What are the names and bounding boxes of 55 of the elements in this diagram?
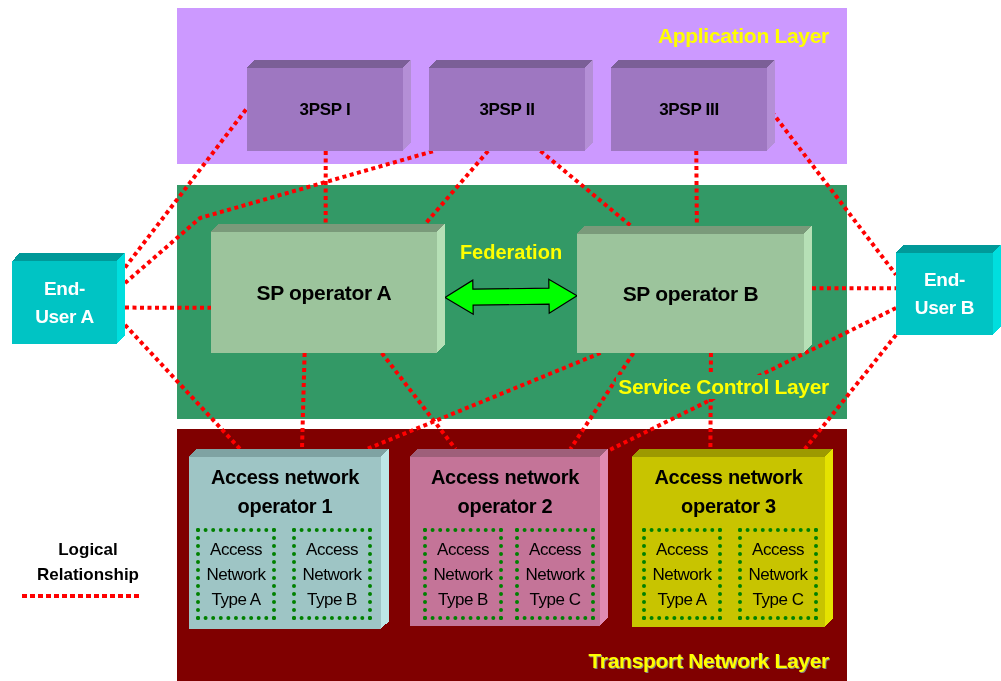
- network-type-box: [738, 528, 818, 620]
- network-type-label: Access Network Type C: [747, 538, 809, 611]
- network-type-box: [515, 528, 595, 620]
- end-user-box: [896, 245, 1001, 335]
- network-type-label: Access Network Type B: [301, 538, 363, 611]
- relationship-line: [123, 149, 435, 285]
- network-type-label: Access Network Type C: [524, 538, 586, 611]
- relationship-line: [366, 351, 602, 451]
- federation-arrow: [443, 278, 579, 316]
- relationship-line: [539, 149, 633, 228]
- box-label: End-User B: [913, 268, 976, 320]
- network-type-box: [642, 528, 722, 620]
- network-type-box: [423, 528, 503, 620]
- relationship-line: [380, 351, 458, 451]
- network-type-label: Access Network Type A: [205, 538, 267, 611]
- box-label: Access network operator 1: [209, 465, 361, 519]
- box-label: 3PSP II: [479, 98, 535, 121]
- relationship-line: [423, 149, 490, 226]
- box-label: SP operator B: [622, 280, 759, 307]
- provider-box: [611, 60, 775, 151]
- relationship-line: [123, 323, 242, 451]
- relationship-line: [568, 351, 636, 451]
- network-type-label: Access Network Type A: [651, 538, 713, 611]
- operator-box: [211, 224, 445, 353]
- provider-box: [247, 60, 411, 151]
- box-label: SP operator A: [256, 279, 392, 306]
- network-operator-box: [632, 449, 833, 627]
- relationship-line: [300, 352, 307, 450]
- relationship-line: [607, 306, 897, 453]
- layer-label: Application Layer: [656, 24, 830, 48]
- relationship-line: [123, 107, 249, 269]
- network-type-label: Access Network Type B: [432, 538, 494, 611]
- relationship-line: [125, 305, 211, 310]
- layer-label: Service Control Layer: [616, 375, 831, 399]
- network-type-box: [292, 528, 372, 620]
- box-label: 3PSP III: [659, 98, 719, 121]
- network-type-box: [196, 528, 276, 620]
- relationship-line: [812, 286, 896, 291]
- end-user-box: [12, 253, 125, 344]
- layer-band: [177, 185, 847, 419]
- legend-label: Logical Relationship: [36, 539, 140, 586]
- box-label: 3PSP I: [299, 98, 351, 121]
- relationship-line: [803, 333, 898, 451]
- operator-box: [577, 226, 812, 353]
- box-label: Access network operator 2: [429, 465, 581, 519]
- box-label: Access network operator 3: [653, 465, 804, 519]
- relationship-line: [708, 353, 713, 449]
- layer-band: [177, 429, 847, 681]
- relationship-line: [323, 151, 328, 224]
- layer-band: [177, 8, 847, 164]
- network-operator-box: [410, 449, 608, 626]
- box-label: End-User A: [34, 276, 95, 329]
- network-operator-box: [189, 449, 389, 629]
- edge-label: Federation: [458, 240, 564, 264]
- provider-box: [429, 60, 593, 151]
